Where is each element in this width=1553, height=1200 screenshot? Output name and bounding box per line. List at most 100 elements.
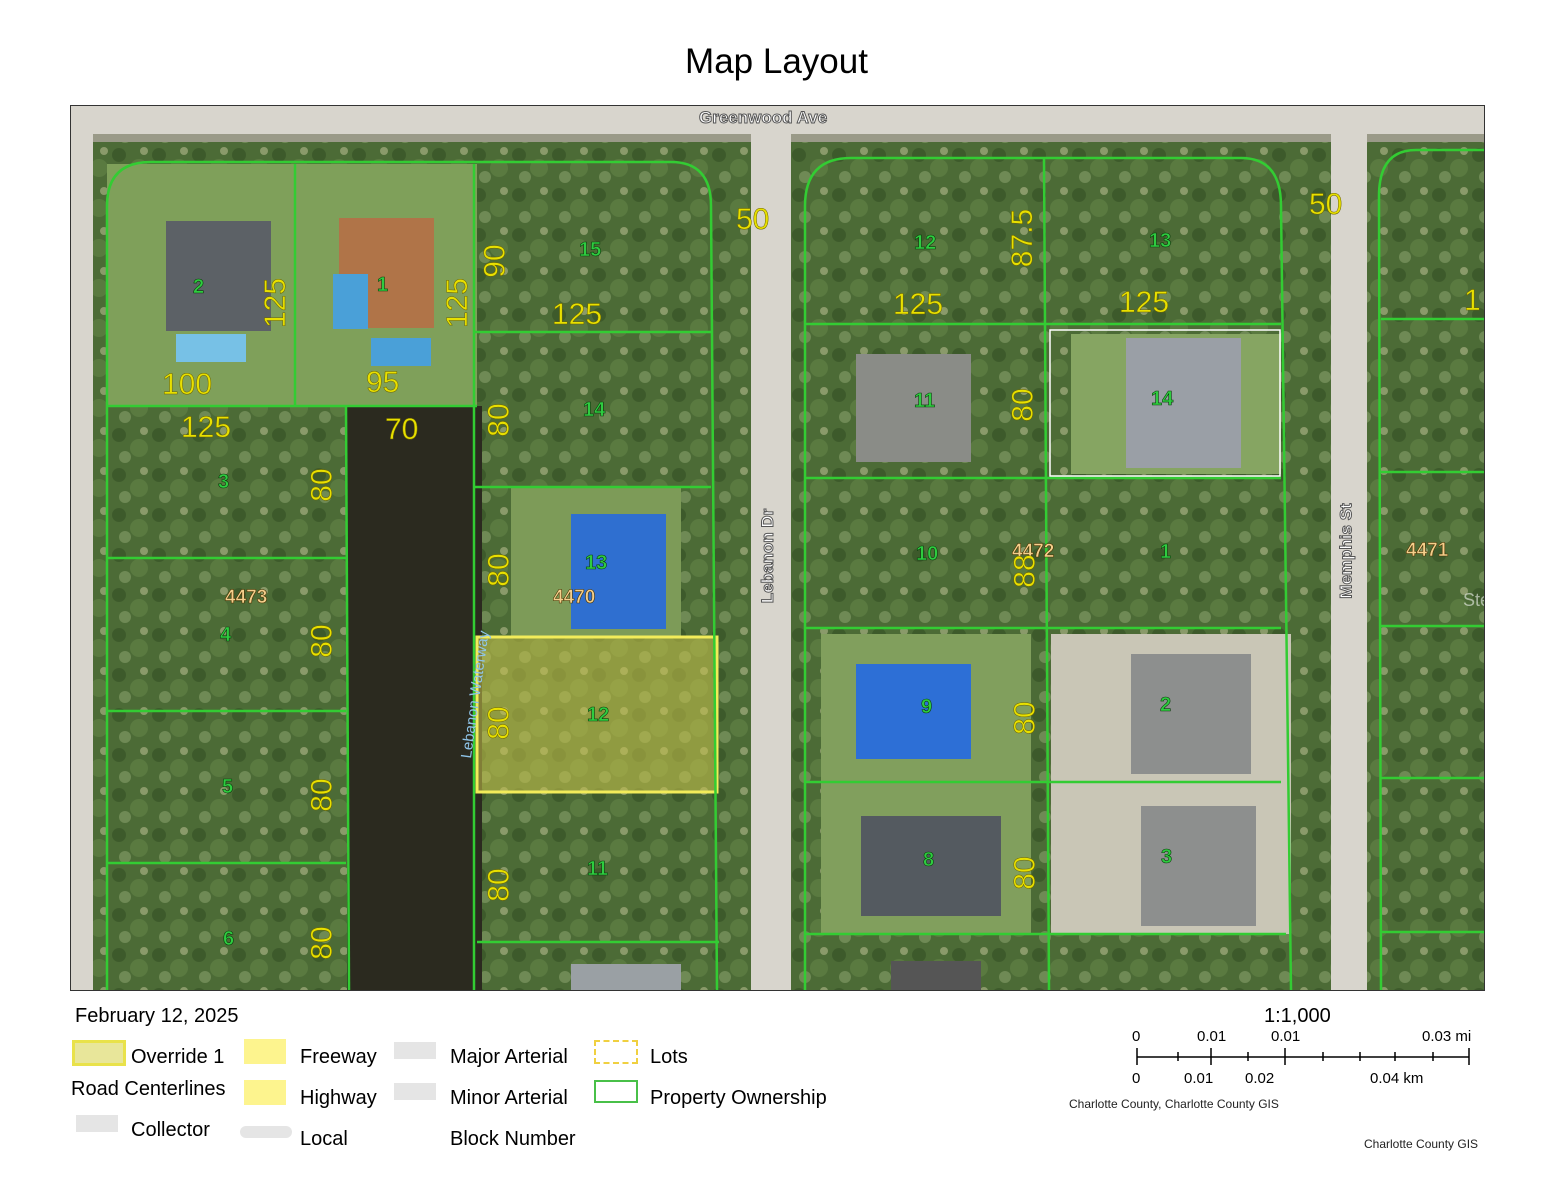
- aerial-map: [71, 106, 1484, 990]
- dimension-label: 80: [482, 553, 516, 587]
- dimension-label: 87.5: [1006, 208, 1040, 268]
- lot-number: 11: [587, 858, 609, 881]
- lot-number: 11: [914, 390, 936, 413]
- lot-number: 3: [1161, 846, 1173, 869]
- house-roof: [1126, 338, 1241, 468]
- scale-km-tick: 0.02: [1245, 1070, 1275, 1087]
- dimension-label: 88: [1008, 554, 1042, 588]
- lot-number: 9: [921, 696, 933, 719]
- legend-property-ownership: Property Ownership: [650, 1087, 827, 1109]
- fence-outline: [1049, 329, 1281, 477]
- lot-number: 2: [1160, 694, 1172, 717]
- scale-km-tick: 0.04 km: [1370, 1070, 1424, 1087]
- lot-number: 6: [223, 928, 235, 951]
- dimension-label: 80: [1006, 388, 1040, 422]
- dimension-label: 80: [305, 624, 339, 658]
- freeway-swatch: [244, 1039, 286, 1064]
- dimension-label: 50: [736, 203, 770, 237]
- override-swatch: [72, 1040, 126, 1066]
- dimension-label: 125: [259, 277, 293, 329]
- legend-collector: Collector: [131, 1119, 210, 1141]
- collector-swatch: [76, 1115, 118, 1132]
- highway-swatch: [244, 1080, 286, 1105]
- scale-mi-tick: 0.03 mi: [1422, 1028, 1472, 1045]
- lot-number-layer: 2 1 15 14 13 12 11 3 4 5 6 12 13 11 14 1…: [71, 106, 1484, 990]
- dimension-label: 80: [1008, 856, 1042, 890]
- lot-number: 8: [923, 849, 935, 872]
- legend-road-centerlines: Road Centerlines: [71, 1078, 226, 1100]
- dimension-label: 125: [441, 277, 475, 329]
- dimension-label: 80: [1008, 701, 1042, 735]
- street-label-greenwood: Greenwood Ave: [698, 108, 828, 128]
- scale-mi-tick: 0: [1132, 1028, 1141, 1045]
- scale-credit: Charlotte County, Charlotte County GIS: [1069, 1097, 1279, 1111]
- legend-highway: Highway: [300, 1087, 377, 1109]
- dimension-label: 125: [893, 288, 944, 322]
- legend-override: Override 1: [131, 1046, 225, 1068]
- pool: [176, 334, 246, 362]
- map-frame[interactable]: Greenwood Ave Lebanon Dr Memphis St Leba…: [70, 105, 1485, 991]
- house-roof: [861, 816, 1001, 916]
- legend-local: Local: [300, 1128, 348, 1150]
- waterway: [347, 406, 482, 990]
- parcel-lines: [105, 148, 1484, 990]
- dimension-label: 80: [482, 706, 516, 740]
- dimension-label: 125: [181, 411, 232, 445]
- dimension-label: 80: [305, 778, 339, 812]
- block-number: 4470: [553, 587, 596, 609]
- dimension-label: 80: [305, 926, 339, 960]
- dimension-label: 125: [552, 298, 603, 332]
- pool: [333, 274, 368, 329]
- minor-arterial-swatch: [394, 1083, 436, 1100]
- override-highlight-parcel: [475, 635, 719, 794]
- watermark: StellarMLS: [1463, 590, 1484, 610]
- legend-minor-arterial: Minor Arterial: [450, 1087, 568, 1109]
- road-greenwood: [71, 106, 1484, 134]
- dimension-label: 100: [162, 368, 213, 402]
- block-number: 4472: [1012, 541, 1055, 563]
- lot-number: 13: [1149, 230, 1172, 253]
- lots-swatch: [594, 1040, 638, 1064]
- lot-number: 14: [583, 399, 606, 422]
- tarp-roof: [571, 514, 666, 629]
- house-roof: [1131, 654, 1251, 774]
- lot-number: 12: [914, 232, 937, 255]
- block-number: 4473: [225, 587, 268, 609]
- dimension-label: 80: [482, 868, 516, 902]
- map-date: February 12, 2025: [75, 1005, 239, 1027]
- local-swatch: [240, 1126, 292, 1138]
- major-arterial-swatch: [394, 1042, 436, 1059]
- dimension-label: 125: [1119, 286, 1170, 320]
- dimension-label: 70: [385, 413, 419, 447]
- lot-number: 10: [916, 543, 939, 566]
- lot-number: 13: [585, 552, 608, 575]
- scale-mi-tick: 0.01: [1197, 1028, 1227, 1045]
- block-number-layer: 4473 4470 4472 4471: [71, 106, 1484, 990]
- dimension-label: 80: [305, 468, 339, 502]
- scale-mi-tick: 0.01: [1271, 1028, 1301, 1045]
- dimension-label: 1: [1464, 284, 1481, 318]
- scale-km-tick: 0: [1132, 1070, 1141, 1087]
- road-lebanon: [751, 134, 791, 990]
- lot-number: 2: [193, 276, 205, 299]
- dimension-label: 50: [1309, 188, 1343, 222]
- scale-bar: [1136, 1048, 1470, 1065]
- road-memphis: [1331, 134, 1367, 990]
- house-roof: [856, 354, 971, 462]
- legend-lots: Lots: [650, 1046, 688, 1068]
- dimension-label: 95: [366, 366, 400, 400]
- dimension-label: 90: [478, 244, 512, 278]
- lot-number: 15: [579, 239, 602, 262]
- lot-number: 5: [222, 776, 234, 799]
- house-roof: [1141, 806, 1256, 926]
- bottom-credit: Charlotte County GIS: [1364, 1137, 1479, 1151]
- lot-number: 3: [218, 471, 230, 494]
- legend-block-number: Block Number: [450, 1128, 576, 1150]
- property-ownership-swatch: [594, 1080, 638, 1103]
- tarp-roof: [856, 664, 971, 759]
- dimension-label: 80: [482, 403, 516, 437]
- scale-km-tick: 0.01: [1184, 1070, 1214, 1087]
- dimension-layer: 125 125 100 95 90 125 125 70 80 80 80 80…: [71, 106, 1484, 990]
- scale-ratio: 1:1,000: [1264, 1005, 1331, 1027]
- legend-major-arterial: Major Arterial: [450, 1046, 568, 1068]
